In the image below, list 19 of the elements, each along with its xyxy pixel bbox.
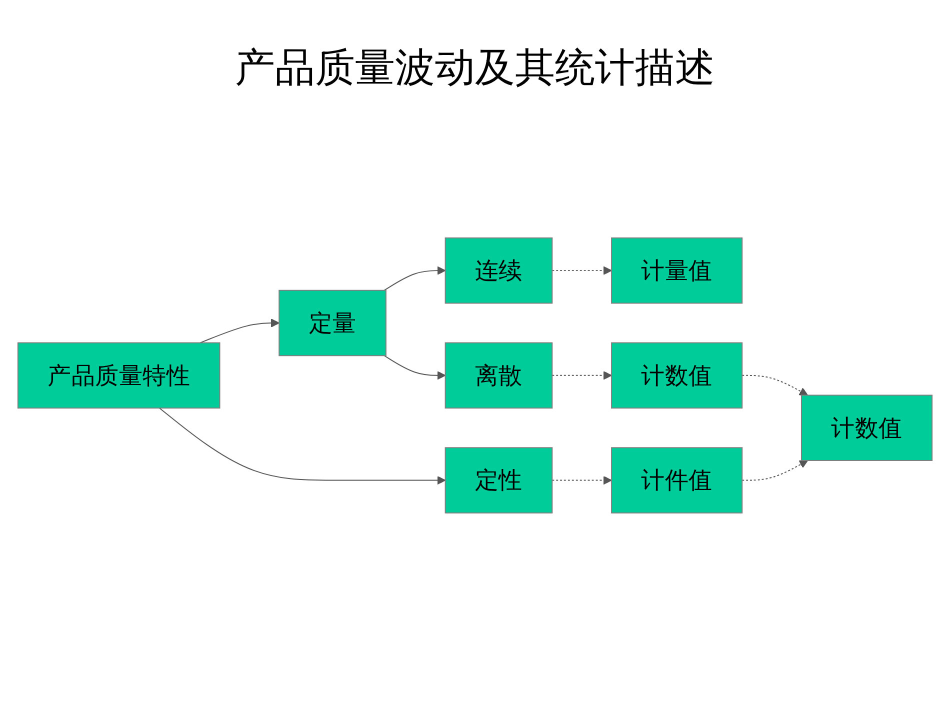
arrow xyxy=(159,407,446,484)
arrow xyxy=(384,266,446,290)
arrow xyxy=(552,370,612,380)
node-box: 产品质量特性 xyxy=(17,342,220,408)
node-box: 计件值 xyxy=(611,446,743,513)
arrow xyxy=(200,318,280,343)
node-box: 计量值 xyxy=(611,236,743,304)
node-box: 定性 xyxy=(444,446,553,513)
arrow xyxy=(742,460,808,480)
arrow xyxy=(552,266,612,274)
arrow xyxy=(742,374,808,396)
diagram-title: 产品质量波动及其统计描述 xyxy=(234,44,716,93)
node-box: 计数值 xyxy=(611,342,743,408)
node-box: 连续 xyxy=(444,236,553,304)
node-box: 离散 xyxy=(444,342,553,408)
node-box: 计数值 xyxy=(800,394,933,461)
arrow xyxy=(384,354,446,380)
arrow xyxy=(552,476,612,484)
node-box: 定量 xyxy=(278,289,386,356)
